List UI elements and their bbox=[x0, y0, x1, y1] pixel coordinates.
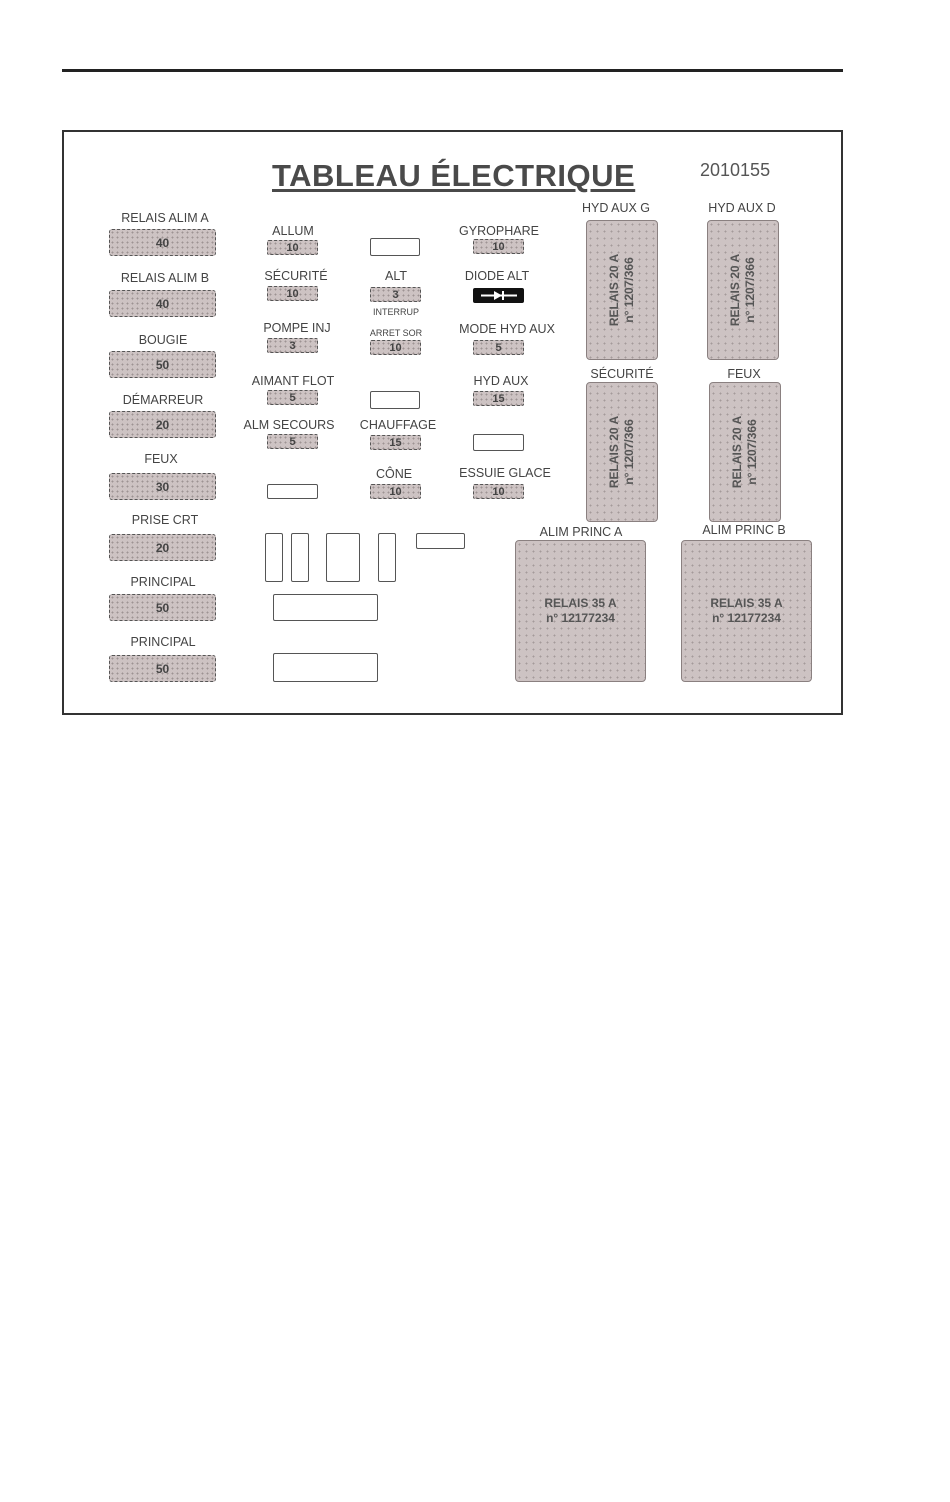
relay-label: FEUX bbox=[727, 367, 761, 381]
fuse-label: GYROPHARE bbox=[459, 224, 539, 238]
fuse-label: HYD AUX bbox=[473, 374, 529, 388]
fuse: 10 bbox=[267, 286, 318, 301]
empty-slot-large bbox=[273, 594, 378, 621]
fuse-label: MODE HYD AUX bbox=[459, 322, 555, 336]
fuse: 10 bbox=[370, 340, 421, 355]
left-fuse: 50 bbox=[109, 655, 216, 682]
relay-label: ALIM PRINC A bbox=[539, 525, 623, 539]
fuse-label: CHAUFFAGE bbox=[359, 418, 437, 432]
empty-fuse-slot bbox=[267, 484, 318, 499]
relay-label: HYD AUX G bbox=[581, 201, 651, 215]
relay-rating: RELAIS 20 A bbox=[728, 253, 742, 327]
fuse-label: AIMANT FLOT bbox=[251, 374, 335, 388]
left-fuse: 20 bbox=[109, 411, 216, 438]
relay-label: SÉCURITÉ bbox=[590, 367, 654, 381]
diode-symbol-icon bbox=[480, 291, 517, 300]
fuse-label: CÔNE bbox=[375, 467, 413, 481]
relay-rating: RELAIS 35 A bbox=[710, 596, 783, 610]
fuse: 10 bbox=[267, 240, 318, 255]
fuse-label: POMPE INJ bbox=[263, 321, 331, 335]
empty-slot-vertical bbox=[326, 533, 360, 582]
relay-rating: RELAIS 20 A bbox=[730, 415, 744, 489]
relay-rating: RELAIS 20 A bbox=[607, 415, 621, 489]
relay-rating: RELAIS 35 A bbox=[544, 596, 617, 610]
left-fuse-label: BOUGIE bbox=[138, 333, 188, 347]
empty-slot-vertical bbox=[378, 533, 396, 582]
relay-part-number: n° 1207/366 bbox=[622, 257, 636, 323]
relay-part-number: n° 1207/366 bbox=[745, 419, 759, 485]
fuse-label: ALM SECOURS bbox=[243, 418, 335, 432]
part-number: 2010155 bbox=[700, 160, 771, 180]
left-fuse-label: PRINCIPAL bbox=[130, 575, 196, 589]
left-fuse-label: PRINCIPAL bbox=[130, 635, 196, 649]
fuse-label: ALT bbox=[385, 269, 407, 283]
left-fuse-label: DÉMARREUR bbox=[122, 393, 204, 407]
left-fuse: 30 bbox=[109, 473, 216, 500]
fuse: 3 bbox=[267, 338, 318, 353]
empty-slot-vertical bbox=[265, 533, 283, 582]
fuse: 5 bbox=[473, 340, 524, 355]
fuse: 15 bbox=[370, 435, 421, 450]
left-fuse: 40 bbox=[109, 229, 216, 256]
fuse-label-line2: ARRET SOR bbox=[369, 328, 423, 338]
empty-slot-large bbox=[273, 653, 378, 682]
left-fuse-label: RELAIS ALIM B bbox=[120, 271, 210, 285]
fuse: 5 bbox=[267, 390, 318, 405]
relay-part-number: n° 1207/366 bbox=[622, 419, 636, 485]
empty-fuse-slot bbox=[416, 533, 465, 549]
empty-slot-vertical bbox=[291, 533, 309, 582]
fuse: 10 bbox=[370, 484, 421, 499]
relay-rating: RELAIS 20 A bbox=[607, 253, 621, 327]
relay-label: HYD AUX D bbox=[708, 201, 776, 215]
relay-part-number: n° 1207/366 bbox=[743, 257, 757, 323]
panel-title: TABLEAU ÉLECTRIQUE bbox=[272, 158, 636, 193]
empty-fuse-slot bbox=[370, 391, 420, 409]
left-fuse: 50 bbox=[109, 594, 216, 621]
fuse-label: ALLUM bbox=[272, 224, 314, 238]
left-fuse: 40 bbox=[109, 290, 216, 317]
fuse-panel-diagram: TABLEAU ÉLECTRIQUE 2010155 RELAIS ALIM A… bbox=[62, 130, 843, 715]
relay-label: ALIM PRINC B bbox=[702, 523, 786, 537]
fuse-label: ESSUIE GLACE bbox=[459, 466, 551, 480]
fuse-label: DIODE ALT bbox=[464, 269, 530, 283]
fuse-label: INTERRUP bbox=[372, 307, 420, 317]
fuse: 15 bbox=[473, 391, 524, 406]
left-fuse: 50 bbox=[109, 351, 216, 378]
fuse: 10 bbox=[473, 484, 524, 499]
fuse: 3 bbox=[370, 287, 421, 302]
fuse: 5 bbox=[267, 434, 318, 449]
relay-part-number: n° 12177234 bbox=[546, 611, 615, 625]
fuse: 10 bbox=[473, 239, 524, 254]
fuse-label: SÉCURITÉ bbox=[264, 269, 328, 283]
left-fuse-label: PRISE CRT bbox=[131, 513, 199, 527]
diode-icon bbox=[473, 288, 524, 303]
empty-fuse-slot bbox=[473, 434, 524, 451]
empty-fuse-slot bbox=[370, 238, 420, 256]
left-fuse-label: RELAIS ALIM A bbox=[121, 211, 209, 225]
left-fuse: 20 bbox=[109, 534, 216, 561]
header-rule bbox=[62, 69, 843, 72]
relay-part-number: n° 12177234 bbox=[712, 611, 781, 625]
left-fuse-label: FEUX bbox=[144, 452, 178, 466]
